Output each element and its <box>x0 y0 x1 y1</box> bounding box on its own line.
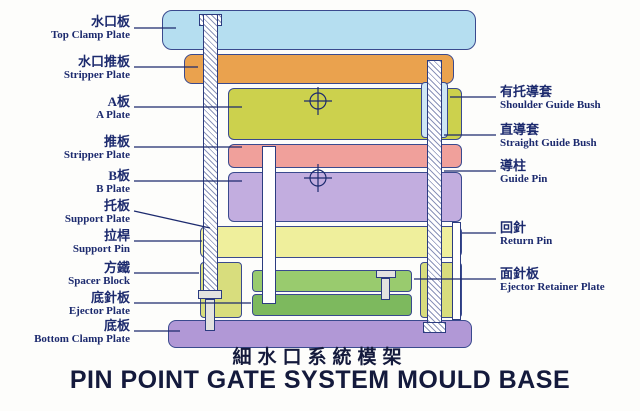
retainer-bolt-stem <box>381 278 390 300</box>
label-spacer-block: 方鐵 Spacer Block <box>0 260 130 288</box>
label-cn: 面針板 <box>500 266 540 281</box>
label-support-pin: 拉桿 Support Pin <box>0 228 130 256</box>
label-en: Shoulder Guide Bush <box>500 99 601 111</box>
label-cn: 回針 <box>500 220 527 235</box>
label-cn: 拉桿 <box>103 228 130 243</box>
label-en: Return Pin <box>500 235 553 247</box>
bottom-clamp-plate-shape <box>168 320 472 348</box>
label-ejector-retainer-plate: 面針板 Ejector Retainer Plate <box>500 266 638 294</box>
label-straight-guide-bush: 直導套 Straight Guide Bush <box>500 122 638 150</box>
label-en: Straight Guide Bush <box>500 137 597 149</box>
center-pin <box>262 146 276 304</box>
label-en: Support Plate <box>64 213 130 225</box>
label-en: Stripper Plate <box>63 149 130 161</box>
label-top-clamp-plate: 水口板 Top Clamp Plate <box>0 14 130 42</box>
label-return-pin: 回針 Return Pin <box>500 220 638 248</box>
label-cn: B板 <box>108 168 130 183</box>
label-en: Top Clamp Plate <box>50 29 130 41</box>
label-en: B Plate <box>96 183 130 195</box>
label-cn: 推板 <box>103 134 130 149</box>
label-shoulder-guide-bush: 有托導套 Shoulder Guide Bush <box>500 84 638 112</box>
label-bottom-clamp-plate: 底板 Bottom Clamp Plate <box>0 318 130 346</box>
leader-line <box>133 210 211 229</box>
guide-pin-right-foot <box>423 322 446 333</box>
label-en: A Plate <box>96 109 130 121</box>
return-pin-shape <box>452 222 461 320</box>
support-plate-shape <box>200 226 462 258</box>
retainer-bolt-head <box>376 270 396 278</box>
label-cn: 有托導套 <box>500 84 553 99</box>
label-cn: 導柱 <box>500 158 527 173</box>
label-cn: 底板 <box>103 318 130 333</box>
label-en: Ejector Plate <box>68 305 130 317</box>
label-cn: 方鐵 <box>103 260 130 275</box>
guide-pin-right <box>427 60 442 328</box>
label-cn: 底針板 <box>90 290 130 305</box>
label-cn: 水口推板 <box>77 54 130 69</box>
label-guide-pin: 導柱 Guide Pin <box>500 158 638 186</box>
label-cn: 托板 <box>103 198 130 213</box>
stripper-plate-top-shape <box>184 54 454 84</box>
ejector-retainer-plate-shape <box>252 270 412 292</box>
label-en: Stripper Plate <box>63 69 130 81</box>
label-stripper-plate-top: 水口推板 Stripper Plate <box>0 54 130 82</box>
label-en: Guide Pin <box>500 173 548 185</box>
label-stripper-plate-mid: 推板 Stripper Plate <box>0 134 130 162</box>
label-b-plate: B板 B Plate <box>0 168 130 196</box>
label-cn: A板 <box>107 94 130 109</box>
ejector-plate-shape <box>252 294 412 316</box>
label-en: Spacer Block <box>68 275 130 287</box>
diagram-title-english: PIN POINT GATE SYSTEM MOULD BASE <box>69 366 571 394</box>
ejector-bolt-head <box>198 290 222 299</box>
label-en: Support Pin <box>72 243 130 255</box>
label-cn: 水口板 <box>90 14 130 29</box>
label-cn: 直導套 <box>500 122 540 137</box>
label-en: Ejector Retainer Plate <box>500 281 605 293</box>
label-a-plate: A板 A Plate <box>0 94 130 122</box>
guide-pin-left <box>203 14 218 292</box>
label-en: Bottom Clamp Plate <box>34 333 130 345</box>
diagram-title-chinese: 細水口系統模架 <box>232 347 408 368</box>
label-support-plate: 托板 Support Plate <box>0 198 130 226</box>
ejector-bolt-stem <box>205 299 215 331</box>
label-ejector-plate: 底針板 Ejector Plate <box>0 290 130 318</box>
